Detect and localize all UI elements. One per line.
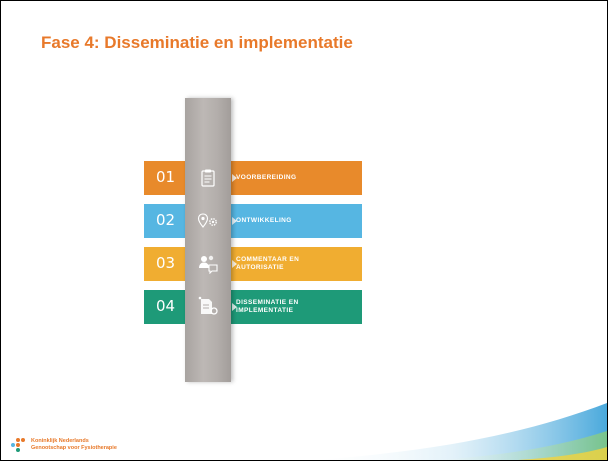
phase-label-line2: AUTORISATIE [236,264,284,271]
phase-band-3: 03 COMMENTAAR EN AUTORISATIE [144,247,362,281]
phase-label-line1: DISSEMINATIE EN [236,299,299,306]
center-pillar [185,98,231,382]
document-share-icon [195,295,221,319]
phase-label: VOORBEREIDING [236,174,297,181]
phase-label-line1: COMMENTAAR EN [236,256,300,263]
decorative-swoosh [314,403,607,460]
kngf-dots-logo [11,438,25,452]
people-comment-icon [195,252,221,276]
phase-label-line2: IMPLEMENTATIE [236,307,294,314]
phase-number: 01 [156,168,176,186]
phase-number: 04 [156,297,176,315]
org-name-line2: Genootschap voor Fysiotherapie [31,445,117,451]
phase-number: 02 [156,211,176,229]
arrow-right-icon [232,303,237,311]
phase-band-4: 04 DISSEMINATIE EN IMPLEMENTATIE [144,290,362,324]
clipboard-icon [195,166,221,190]
phase-label: ONTWIKKELING [236,217,292,224]
phase-band-1: 01 VOORBEREIDING [144,161,362,195]
phase-number: 03 [156,254,176,272]
slide-title: Fase 4: Disseminatie en implementatie [41,33,353,52]
org-name-line1: Koninklijk Nederlands [31,438,89,444]
settings-location-icon [195,209,221,233]
kngf-logo: Koninklijk Nederlands Genootschap voor F… [11,438,117,452]
arrow-right-icon [232,174,237,182]
arrow-right-icon [232,260,237,268]
arrow-right-icon [232,217,237,225]
phase-band-2: 02 ONTWIKKELING [144,204,362,238]
